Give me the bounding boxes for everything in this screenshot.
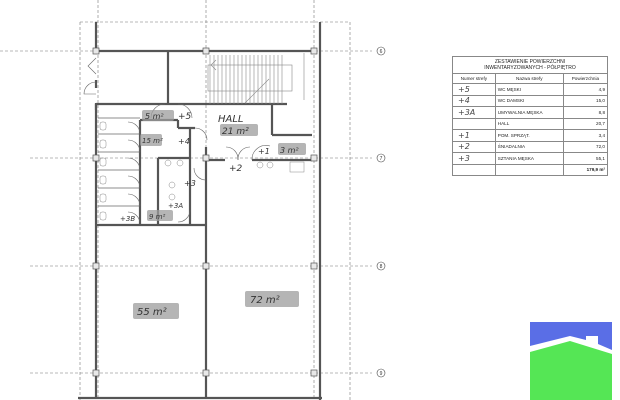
door-swings — [83, 57, 271, 225]
table-row: +5 WC MĘSKI 4,9 — [452, 83, 609, 96]
hall-zone: +3 — [184, 179, 196, 188]
wc-female-area: 15 m² — [142, 137, 163, 145]
area-summary-table: ZESTAWIENIE POWIERZCHNI INWENTARYZOWANYC… — [452, 56, 609, 176]
wc-male-area: 5 m² — [145, 112, 164, 121]
grid-lines — [0, 0, 372, 400]
table-row: +3 SZTANIA MĘSKA 55,1 — [452, 152, 609, 165]
wc-female-zone: +4 — [178, 137, 190, 146]
total-area: 179,9 m² — [562, 163, 609, 176]
structural-columns — [92, 47, 318, 377]
table-row: +4 WC DAMSKI 15,0 — [452, 94, 609, 107]
room-labels: 5 m² +5 15 m² +4 HALL 21 m² 3 m² +1 +2 +… — [120, 112, 299, 318]
interior-thin-lines — [98, 53, 305, 207]
hall-label: HALL — [218, 114, 244, 125]
house-logo-icon — [530, 322, 612, 400]
grid-label-9: 9 — [380, 371, 383, 377]
washroom-zone: +3A — [168, 202, 183, 210]
grid-label-6: 6 — [380, 49, 383, 55]
cleaning-room-area: 3 m² — [280, 146, 299, 155]
breakfast-zone: +2 — [229, 164, 243, 174]
logo-house-body — [530, 341, 612, 400]
table-row: +2 ŚNIADALNIA 72,0 — [452, 140, 609, 153]
table-header-row: Numer strefy Nazwa strefy Powierzchnia — [452, 73, 609, 84]
cleaning-room-zone: +1 — [258, 147, 270, 156]
wc-male-zone: +5 — [178, 112, 192, 122]
walls — [78, 22, 322, 400]
washroom-zone-b: +3B — [120, 215, 135, 223]
table-title: ZESTAWIENIE POWIERZCHNI INWENTARYZOWANYC… — [452, 56, 608, 74]
washroom-area: 9 m² — [149, 213, 165, 221]
table-row: +3A UMYWALNIA MĘSKA 8,8 — [452, 106, 609, 119]
hall-area: 21 m² — [222, 127, 249, 137]
toilet-fixtures — [99, 121, 305, 221]
grid-label-8: 8 — [380, 264, 383, 270]
table-row: +1 POM. SPRZĄT. 3,4 — [452, 129, 609, 142]
room-left-area: 55 m² — [137, 307, 167, 318]
table-row: HALL 20,7 — [452, 117, 609, 130]
area-tags — [133, 110, 306, 319]
table-total-row: 179,9 m² — [452, 163, 609, 176]
room-right-area: 72 m² — [250, 295, 280, 306]
grid-axis-markers: 6 7 8 9 — [376, 46, 386, 378]
grid-label-7: 7 — [380, 156, 383, 162]
